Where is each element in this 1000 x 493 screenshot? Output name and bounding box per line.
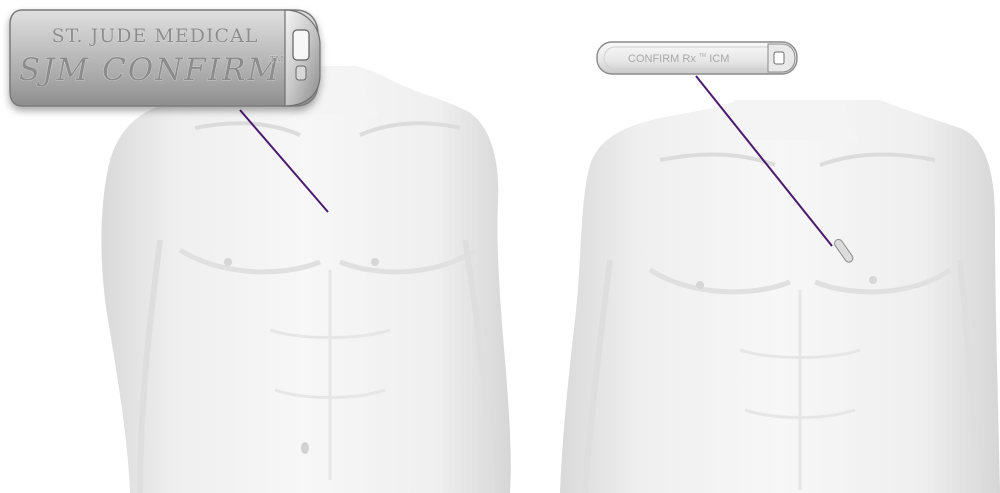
sjm-confirm-label-top: ST. JUDE MEDICAL bbox=[52, 25, 259, 47]
right-torso bbox=[560, 100, 1000, 493]
sjm-confirm-device-port bbox=[296, 66, 306, 80]
right-nipple-right bbox=[869, 276, 877, 284]
sjm-confirm-device-connector bbox=[293, 30, 309, 60]
left-torso-body bbox=[101, 66, 510, 493]
left-navel bbox=[301, 442, 309, 454]
left-nipple-right bbox=[371, 258, 379, 266]
right-nipple-left bbox=[696, 281, 704, 289]
left-torso bbox=[101, 66, 510, 493]
confirm-rx-device: CONFIRM Rx TM ICM bbox=[597, 42, 797, 74]
sjm-confirm-label-bottom: SJM CONFIRM bbox=[19, 52, 281, 88]
confirm-rx-label-main: CONFIRM Rx bbox=[628, 53, 696, 65]
sjm-confirm-device: ST. JUDE MEDICAL SJM CONFIRM TM bbox=[10, 10, 320, 106]
left-nipple-left bbox=[224, 258, 232, 266]
confirm-rx-label-mark: TM bbox=[699, 53, 706, 59]
confirm-rx-label-suffix: ICM bbox=[709, 53, 729, 65]
confirm-rx-device-connector bbox=[774, 52, 784, 64]
sjm-confirm-label-mark: TM bbox=[270, 55, 284, 64]
